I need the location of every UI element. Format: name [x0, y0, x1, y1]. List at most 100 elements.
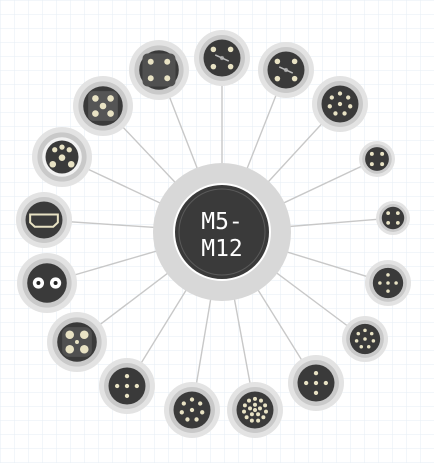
contact-pin — [92, 95, 99, 102]
contact-pin — [67, 160, 75, 168]
contact-pin — [274, 58, 281, 65]
contact-pin — [189, 397, 195, 402]
connector-face — [381, 206, 405, 230]
connector-5-pin-icon — [303, 370, 329, 396]
contact-pin — [327, 104, 332, 109]
connector-top-4pin-keyed — [194, 30, 250, 86]
contact-pin — [242, 403, 247, 408]
contact-pin — [75, 340, 79, 344]
connector-usb-icon — [29, 213, 59, 228]
hub-label-line2: M12 — [201, 236, 243, 262]
usb-shell — [29, 213, 59, 228]
connector-8-pin-icon — [327, 91, 353, 116]
contact-pin — [79, 344, 89, 354]
contact-pin — [252, 407, 258, 413]
contact-pin — [210, 63, 217, 70]
connector-top-left-4pin-square — [129, 40, 189, 100]
connector-17-pin-icon — [242, 396, 268, 423]
contact-pin — [227, 63, 234, 70]
contact-pin — [274, 75, 281, 82]
contact-pin — [134, 383, 140, 389]
contact-pin — [380, 151, 385, 156]
contact-pin — [92, 110, 99, 117]
contact-pin — [342, 111, 347, 116]
connector-right-small-4pin-b — [376, 201, 410, 235]
contact-pin — [257, 406, 262, 411]
contact-pin — [79, 330, 89, 340]
connector-5-square-icon — [88, 91, 118, 121]
contact-pin — [378, 281, 382, 285]
connector-left-power-4pin — [47, 312, 107, 372]
connector-5-pin-icon — [114, 373, 140, 399]
connector-lower-right-8pin — [342, 316, 388, 362]
contact-pin — [356, 331, 361, 336]
contact-pin — [66, 147, 72, 153]
contact-pin — [124, 383, 130, 389]
connector-bottom-17pin — [227, 382, 283, 438]
contact-pin — [386, 220, 391, 225]
contact-pin — [124, 373, 130, 379]
contact-pin — [256, 412, 261, 417]
contact-pin — [210, 46, 217, 53]
contact-pin — [366, 344, 371, 349]
contact-pin — [164, 75, 171, 82]
contact-pin — [323, 380, 329, 386]
contact-pin — [329, 95, 334, 100]
contact-pin — [242, 409, 247, 414]
contact-pin — [371, 339, 376, 343]
contact-pin — [386, 289, 390, 293]
contact-pin — [65, 330, 75, 340]
contact-pin — [386, 273, 390, 277]
contact-pin — [263, 403, 268, 408]
contact-pin — [181, 401, 186, 406]
contact-pin — [369, 331, 374, 336]
connector-face — [365, 147, 389, 171]
contact-pin — [99, 102, 107, 110]
contact-pin — [369, 162, 374, 167]
hub: M5- M12 — [153, 163, 291, 301]
pin-carrier — [142, 53, 176, 87]
contact-pin — [261, 415, 266, 420]
contact-pin — [346, 95, 351, 100]
contact-pin — [227, 46, 234, 53]
connector-right-small-4pin — [359, 141, 395, 177]
connector-4-small-icon — [369, 151, 385, 167]
connector-top-right-4pin-keyed — [258, 42, 314, 98]
contact-pin — [58, 154, 66, 161]
contact-pin — [36, 281, 41, 285]
contact-pin — [263, 409, 268, 414]
connector-left-usb — [16, 192, 72, 248]
contact-pin — [313, 380, 319, 386]
connector-face — [25, 201, 63, 239]
contact-pin — [303, 380, 309, 386]
contact-pin — [49, 160, 57, 168]
connector-face — [27, 263, 67, 303]
contact-pin — [147, 58, 154, 65]
hub-face — [173, 183, 271, 281]
connector-power-4-icon — [62, 327, 92, 357]
contact-pin — [291, 75, 298, 82]
contact-pin — [395, 211, 400, 216]
contact-pin — [363, 337, 367, 341]
contact-pin — [52, 147, 58, 153]
connector-4-small-icon — [386, 211, 400, 225]
contact-pin — [114, 383, 120, 389]
contact-pin — [359, 344, 364, 349]
connector-8-pin-icon — [179, 397, 205, 422]
connector-4-keyed-icon — [274, 58, 298, 82]
contact-pin — [395, 220, 400, 225]
contact-pin — [53, 281, 58, 285]
connector-8-pin-icon — [354, 328, 376, 349]
connector-nodes — [16, 30, 411, 438]
contact-pin — [249, 412, 254, 417]
contact-pin — [185, 417, 190, 422]
hub-label-line1: M5- — [201, 209, 243, 235]
contact-pin — [333, 111, 338, 116]
contact-pin — [200, 410, 205, 415]
contact-pin — [348, 104, 353, 109]
contact-pin — [258, 398, 263, 403]
contact-pin — [337, 91, 343, 96]
contact-pin — [147, 75, 154, 82]
contact-pin — [256, 418, 261, 423]
contact-pin — [394, 281, 398, 285]
